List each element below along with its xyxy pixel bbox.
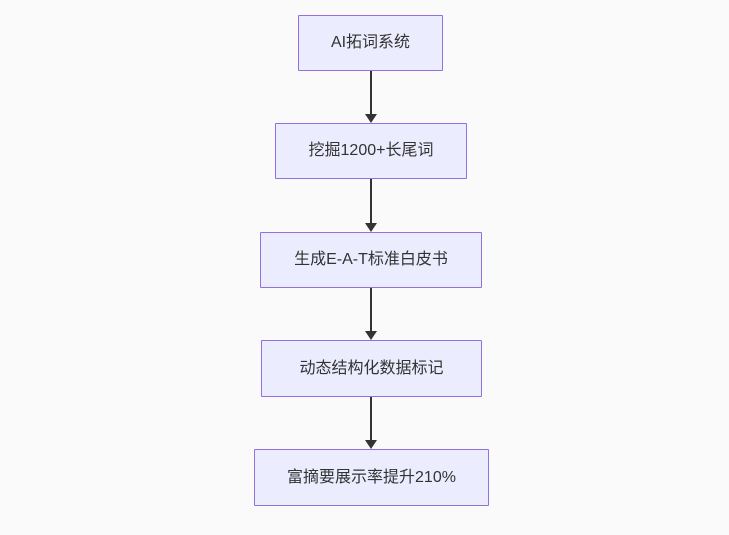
arrow-shaft (370, 71, 372, 114)
flow-node-label: 动态结构化数据标记 (299, 359, 444, 377)
flow-node-structured-data-markup: 动态结构化数据标记 (261, 340, 482, 397)
arrow-head-icon (365, 440, 377, 449)
flow-arrow-4 (365, 397, 377, 449)
arrow-shaft (370, 179, 372, 223)
flow-arrow-3 (365, 288, 377, 340)
arrow-head-icon (365, 114, 377, 123)
flow-node-label: 富摘要展示率提升210% (287, 468, 456, 486)
flow-node-ai-word-expansion: AI拓词系统 (298, 15, 443, 71)
arrow-head-icon (365, 223, 377, 232)
arrow-head-icon (365, 331, 377, 340)
flow-node-label: AI拓词系统 (330, 34, 411, 51)
arrow-shaft (370, 288, 372, 331)
flow-node-rich-snippet-result: 富摘要展示率提升210% (254, 449, 489, 506)
flow-node-eat-whitepaper: 生成E-A-T标准白皮书 (260, 232, 482, 288)
flow-node-longtail-mining: 挖掘1200+长尾词 (275, 123, 467, 179)
flow-arrow-1 (365, 71, 377, 123)
arrow-shaft (370, 397, 372, 440)
flow-node-label: 生成E-A-T标准白皮书 (294, 251, 448, 268)
flow-node-label: 挖掘1200+长尾词 (308, 142, 434, 159)
flow-arrow-2 (365, 179, 377, 232)
